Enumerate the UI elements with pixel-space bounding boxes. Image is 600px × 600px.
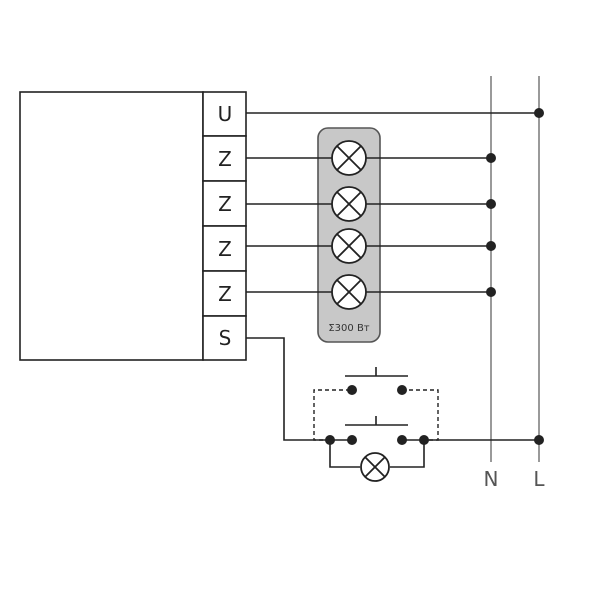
terminal-label-z3: Z bbox=[218, 237, 232, 261]
terminal-label-z2: Z bbox=[218, 192, 232, 216]
terminal-z3 bbox=[202, 225, 247, 272]
line-rail-label: L bbox=[533, 467, 545, 491]
indicator-lamp-icon bbox=[360, 452, 390, 482]
lamp-icon bbox=[331, 186, 367, 222]
terminal-label-s: S bbox=[219, 326, 232, 350]
controller-body bbox=[19, 91, 204, 361]
terminal-label-z1: Z bbox=[218, 147, 232, 171]
optional-pushbutton-icon bbox=[313, 367, 439, 441]
wire-indicator-right bbox=[390, 440, 425, 468]
terminal-label-z4: Z bbox=[218, 282, 232, 306]
junction-dot bbox=[534, 435, 544, 445]
terminal-label-u: U bbox=[218, 102, 233, 126]
terminal-u bbox=[202, 91, 247, 137]
terminal-block: U Z Z Z Z S bbox=[202, 91, 247, 361]
neutral-rail-label: N bbox=[484, 467, 499, 491]
lamp-icon bbox=[331, 140, 367, 176]
load-power-label: Σ300 Вт bbox=[328, 323, 369, 334]
junction-dot bbox=[534, 108, 544, 118]
pushbutton-icon bbox=[345, 416, 408, 445]
wire-s bbox=[246, 337, 330, 441]
terminal-z2 bbox=[202, 180, 247, 227]
junction-dot bbox=[486, 153, 496, 163]
junction-dot bbox=[486, 287, 496, 297]
lamp-icon bbox=[331, 228, 367, 264]
terminal-z4 bbox=[202, 270, 247, 317]
junction-dot bbox=[486, 199, 496, 209]
junction-dot bbox=[486, 241, 496, 251]
lamp-icon bbox=[331, 274, 367, 310]
terminal-s bbox=[202, 315, 247, 361]
wire-indicator-left bbox=[329, 440, 360, 468]
